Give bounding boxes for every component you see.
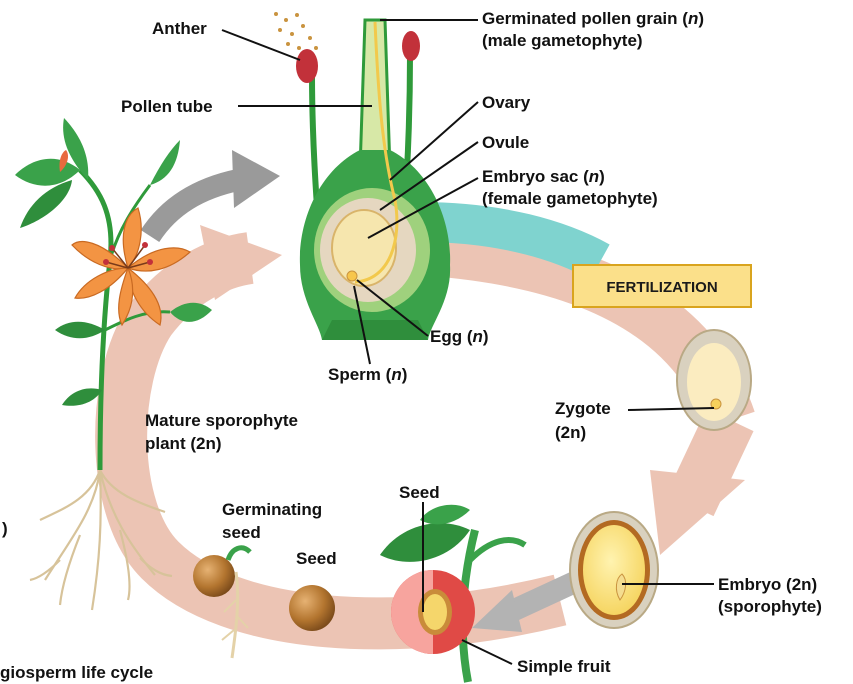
label-seed-in-fruit: Seed <box>399 483 440 502</box>
label-mature-sporophyte-plant: plant (2n) <box>145 434 222 453</box>
label-germinated-pollen-grain: Germinated pollen grain (n) <box>482 9 704 28</box>
label-embryo-sac: Embryo sac (n) <box>482 167 605 186</box>
anther-shape <box>296 49 318 83</box>
label-male-gametophyte: (male gametophyte) <box>482 31 643 50</box>
seed <box>289 585 335 631</box>
caption-mark: ) <box>2 519 8 538</box>
seed-with-embryo <box>570 512 658 628</box>
label-anther: Anther <box>152 19 207 38</box>
label-seed: Seed <box>296 549 337 568</box>
label-embryo: Embryo (2n) <box>718 575 817 594</box>
label-zygote: Zygote <box>555 399 611 418</box>
label-sperm: Sperm (n) <box>328 365 407 384</box>
label-simple-fruit: Simple fruit <box>517 657 611 676</box>
label-sporophyte: (sporophyte) <box>718 597 822 616</box>
label-mature-sporophyte: Mature sporophyte <box>145 411 298 430</box>
label-ovary: Ovary <box>482 93 531 112</box>
zygote-ovule <box>677 330 751 430</box>
label-pollen-tube: Pollen tube <box>121 97 213 116</box>
label-germinating-seed: seed <box>222 523 261 542</box>
pollen-grains <box>274 12 318 50</box>
fertilization-label: FERTILIZATION <box>606 279 717 296</box>
fertilization-banner: FERTILIZATION <box>573 265 751 307</box>
label-zygote-ploidy: (2n) <box>555 423 586 442</box>
label-female-gametophyte: (female gametophyte) <box>482 189 658 208</box>
figure-caption: giosperm life cycle <box>0 663 153 682</box>
label-ovule: Ovule <box>482 133 529 152</box>
label-germinating: Germinating <box>222 500 322 519</box>
carpel-cross-section <box>274 12 450 340</box>
label-egg: Egg (n) <box>430 327 489 346</box>
